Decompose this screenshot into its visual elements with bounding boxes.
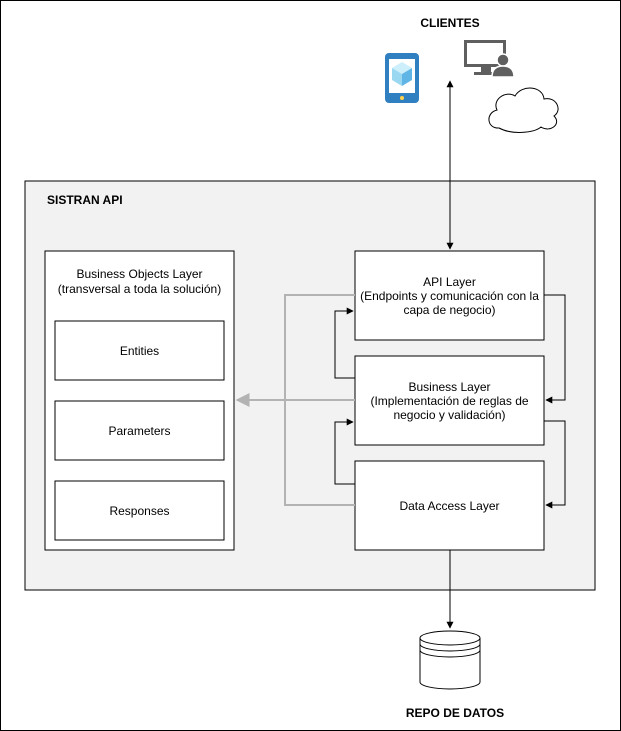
data-access-to-objects-connector [284,400,355,506]
entities-label: Entities [119,343,160,358]
data-access-layer-label: Data Access Layer [399,498,500,513]
parameters-box [54,400,225,461]
container-title: SISTRAN API [47,193,123,207]
clients-title: CLIENTES [420,16,480,30]
business-to-data-arrow [544,420,566,509]
data-to-business-arrow [334,418,355,485]
business-layer-line3: negocio y validación) [393,407,506,422]
api-to-business-arrow [544,294,566,404]
business-objects-title-line1: Business Objects Layer [76,267,203,281]
desktop-user-icon [464,40,515,78]
business-layer-box [354,355,545,446]
entities-box [54,320,225,381]
api-layer-box [354,250,545,341]
repository-title: REPO DE DATOS [405,706,505,720]
business-objects-title: Business Objects Layer (transversal a to… [45,267,234,297]
api-layer-line3: capa de negocio) [403,302,496,317]
business-layer-title: Business Layer [408,379,491,394]
api-layer-title: API Layer [423,274,476,289]
parameters-label: Parameters [108,423,171,438]
business-to-api-arrow [334,307,355,379]
mobile-phone-icon [385,53,419,103]
responses-box [54,480,225,541]
database-icon [419,630,481,690]
api-to-objects-connector [284,294,355,400]
cloud-icon [488,87,559,133]
business-layer-label: Business Layer (Implementación de reglas… [355,356,544,445]
responses-label: Responses [109,503,170,518]
business-layer-line2: (Implementación de reglas de [370,393,529,408]
business-objects-title-line2: (transversal a toda la solución) [57,282,222,296]
api-layer-line2: (Endpoints y comunicación con la [360,288,539,303]
api-layer-label: API Layer (Endpoints y comunicación con … [355,251,544,340]
